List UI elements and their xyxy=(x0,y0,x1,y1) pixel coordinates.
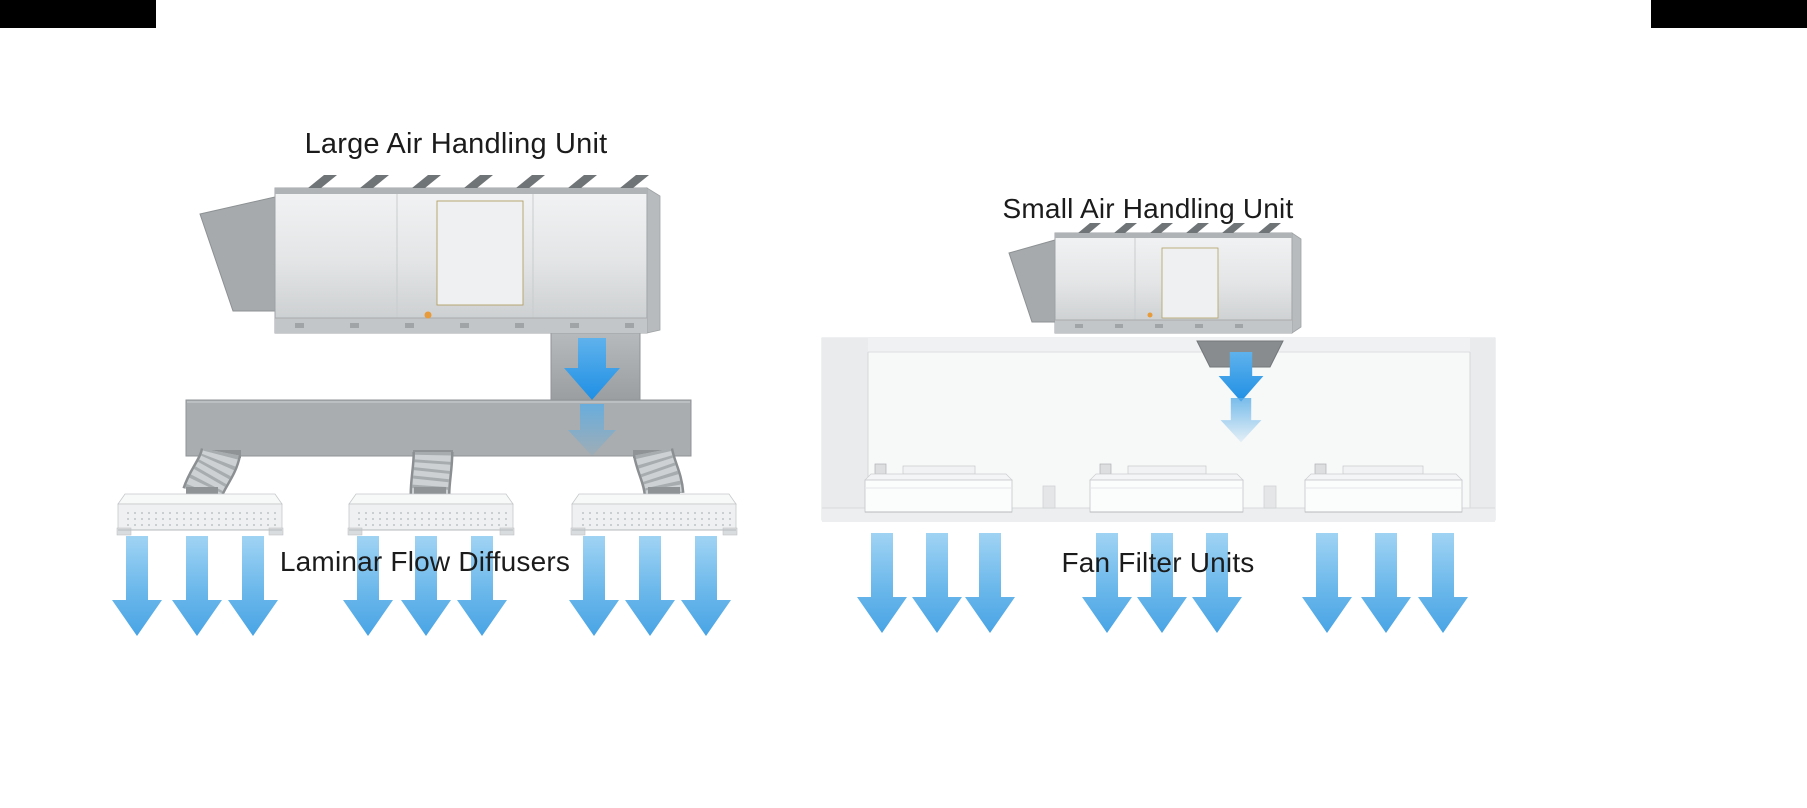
small-ahu-system xyxy=(821,223,1496,633)
small-ahu-unit xyxy=(1008,223,1302,334)
ahu-roof-fins xyxy=(308,175,649,188)
laminar-flow-diffusers-caption: Laminar Flow Diffusers xyxy=(279,546,571,577)
ahu-brand-dot xyxy=(424,311,432,319)
laminar-diffuser-1 xyxy=(116,487,284,536)
ahu-intake-hood xyxy=(199,196,276,312)
fan-filter-units-caption: Fan Filter Units xyxy=(1061,547,1255,578)
ahu-roof-fins xyxy=(1078,223,1281,233)
laminar-diffuser-2 xyxy=(347,487,515,536)
large-ahu-title: Large Air Handling Unit xyxy=(304,128,608,160)
laminar-diffuser-3 xyxy=(570,487,738,536)
large-ahu-unit xyxy=(199,175,661,334)
large-ahu-system xyxy=(112,175,738,636)
letterbox-top-right xyxy=(1651,0,1807,28)
fan-filter-unit-2 xyxy=(1089,463,1244,513)
ahu-brand-dot xyxy=(1147,312,1153,318)
ahu-intake-hood xyxy=(1008,239,1056,323)
fan-filter-unit-3 xyxy=(1304,463,1463,513)
letterbox-top-left xyxy=(0,0,156,28)
small-ahu-title: Small Air Handling Unit xyxy=(1002,193,1294,224)
supply-plenum xyxy=(185,399,692,458)
fan-filter-unit-1 xyxy=(864,463,1013,513)
ahu-access-panel xyxy=(436,200,524,306)
ahu-access-panel xyxy=(1161,247,1219,319)
